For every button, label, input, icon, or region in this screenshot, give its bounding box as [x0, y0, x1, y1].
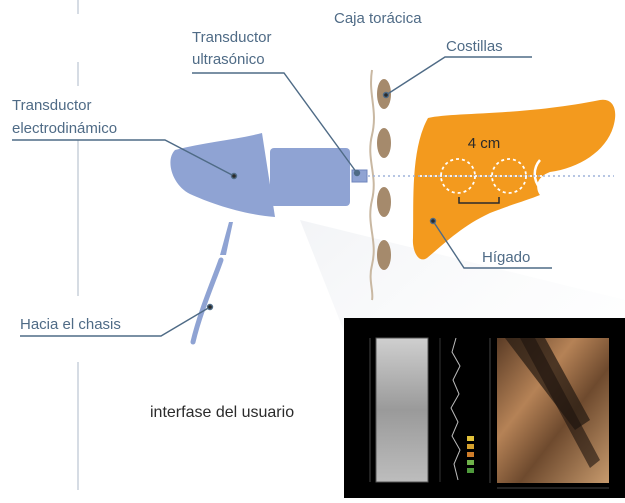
leader-ultrasonic: [192, 72, 358, 174]
elastogram-dark-band: [520, 338, 600, 468]
level-indicator-3: [467, 452, 474, 457]
a-mode-waveform: [450, 337, 461, 481]
level-indicator-5: [467, 468, 474, 473]
leader-dot-costillas: [382, 91, 390, 99]
grayscale-frame: [375, 337, 429, 483]
grayscale-image: [376, 338, 428, 482]
liver-notch: [533, 159, 541, 189]
ultrasonic-transducer: [270, 148, 350, 206]
measurement-circle-1: [440, 158, 476, 194]
level-indicator-1: [467, 436, 474, 441]
label-caja-toracica: Caja torácica: [334, 10, 422, 27]
liver-shape: [412, 99, 616, 260]
measurement-circle-2: [491, 158, 527, 194]
leader-dot-chasis: [206, 303, 214, 311]
electrodynamic-transducer: [170, 133, 275, 217]
label-costillas: Costillas: [446, 38, 503, 55]
rib-4: [377, 240, 391, 270]
label-transductor-electrodinamico-line2: electrodinámico: [12, 120, 117, 137]
label-transductor-ultrasonico-line2: ultrasónico: [192, 51, 265, 68]
label-transductor-ultrasonico-line1: Transductor: [192, 29, 271, 46]
leader-chasis: [20, 306, 211, 337]
rib-2: [377, 128, 391, 158]
distance-label: 4 cm: [468, 135, 501, 152]
label-hacia-chasis: Hacia el chasis: [20, 316, 121, 333]
scale-bar: [458, 197, 500, 204]
level-indicator-4: [467, 460, 474, 465]
leader-higado: [432, 220, 552, 269]
leader-dot-electrodynamic: [230, 172, 238, 180]
label-higado: Hígado: [482, 249, 530, 266]
user-interface-screen: [344, 318, 625, 498]
cable: [190, 257, 224, 345]
ribcage-line: [369, 69, 375, 301]
rib-3: [377, 187, 391, 217]
label-interfase: interfase del usuario: [150, 404, 294, 421]
label-transductor-electrodinamico-line1: Transductor: [12, 97, 91, 114]
cable-connector: [220, 222, 233, 255]
level-indicator-2: [467, 444, 474, 449]
leader-lines: [12, 56, 552, 337]
leader-dot-higado: [429, 217, 437, 225]
leader-dot-ultrasonic: [353, 169, 361, 177]
leader-electrodynamic: [12, 139, 235, 177]
leader-costillas: [385, 56, 532, 96]
